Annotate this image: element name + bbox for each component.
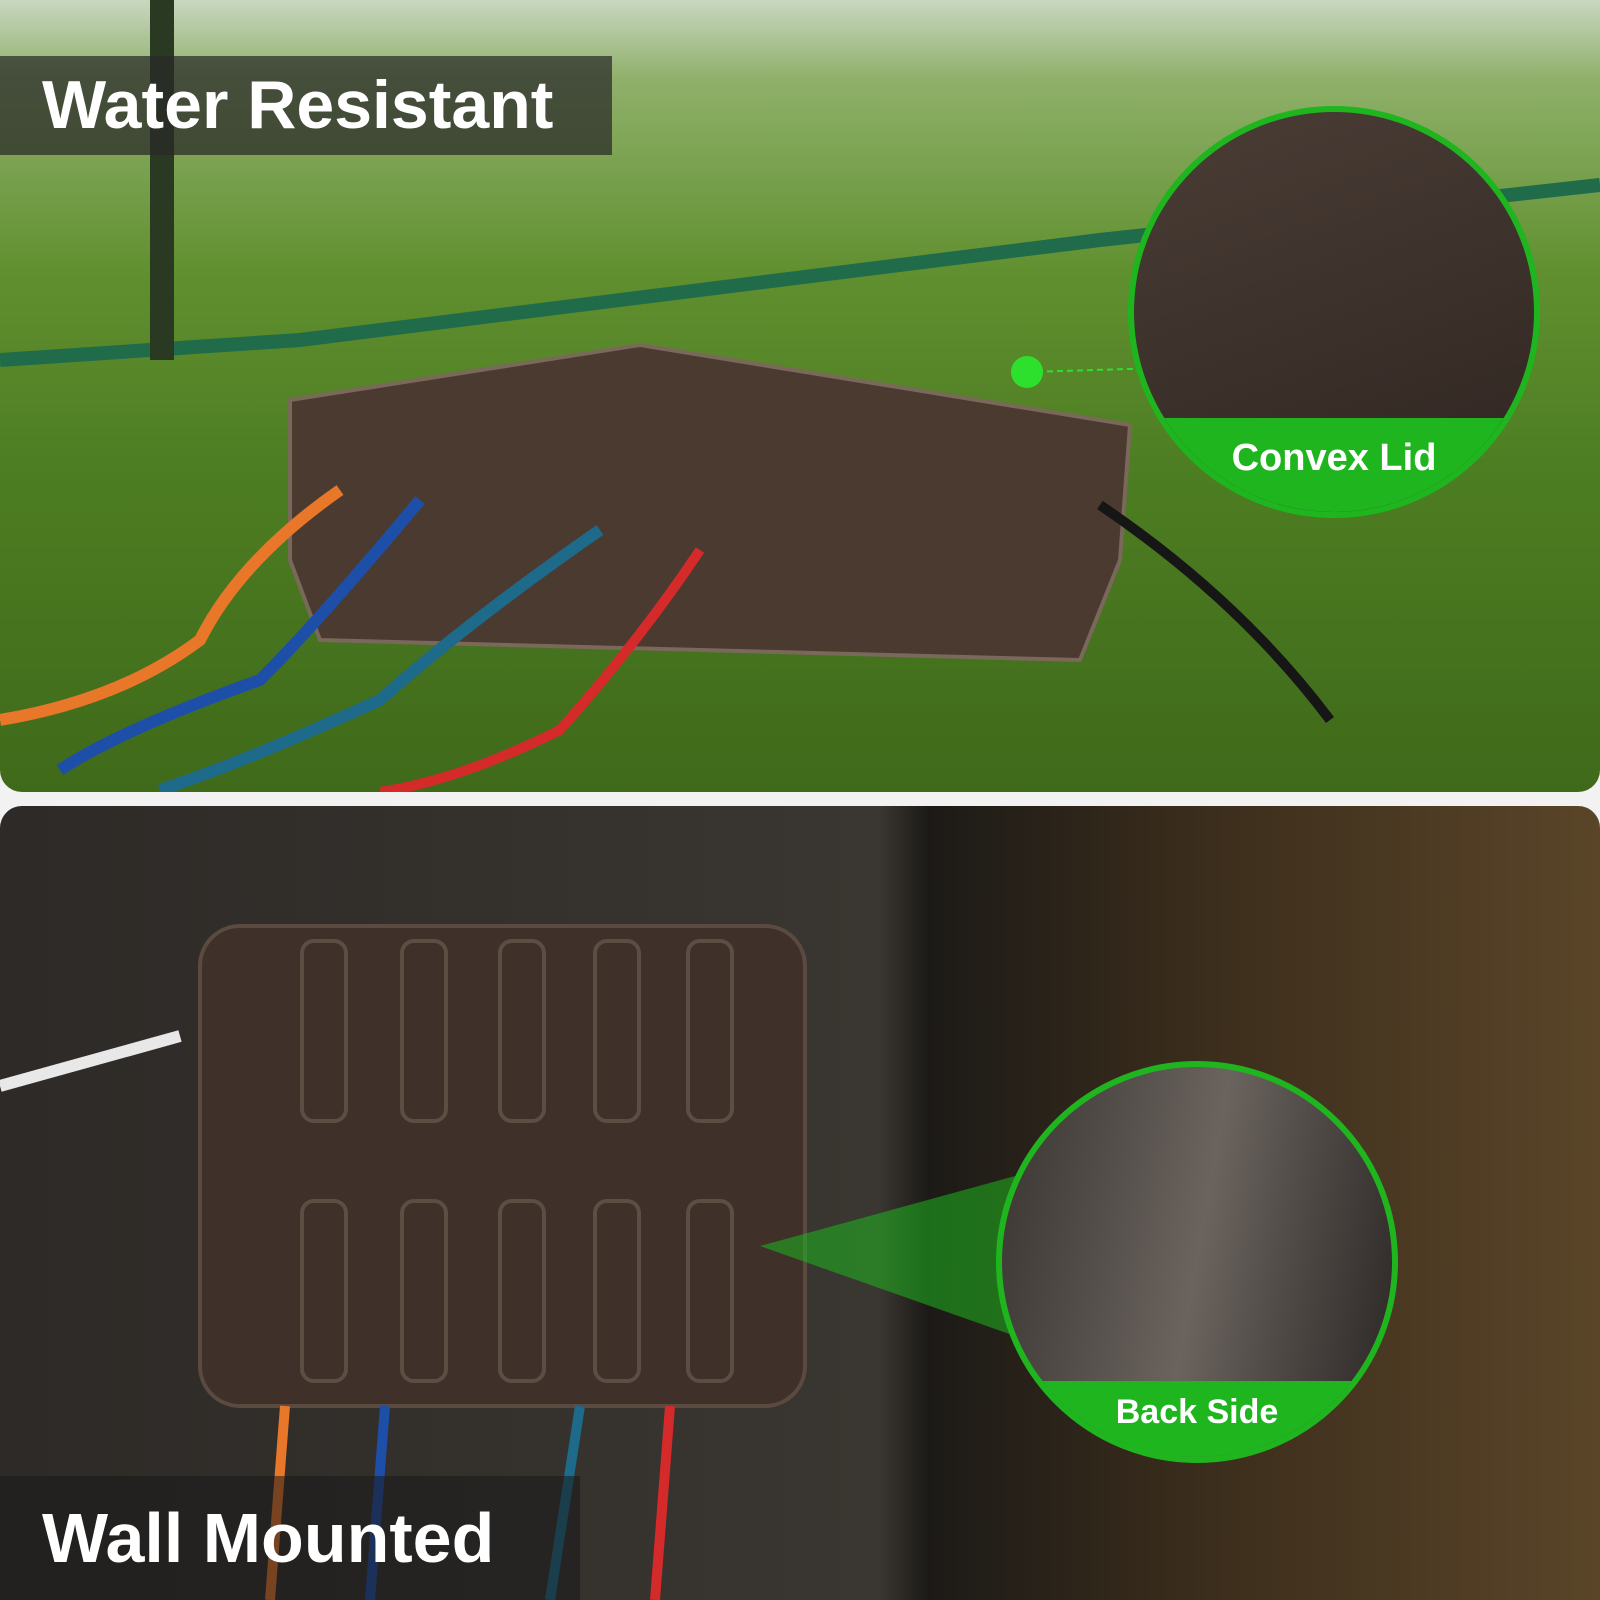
wall-mounted-panel: Back Side Wall Mounted [0, 806, 1600, 1600]
title-water-resistant: Water Resistant [42, 67, 554, 143]
wall-scene [0, 924, 1015, 1600]
junction-box [288, 342, 1133, 663]
blue-cable [56, 496, 425, 775]
teal-cable [158, 525, 604, 792]
back-side-label: Back Side [1002, 1381, 1392, 1457]
title-band: Water Resistant [0, 56, 612, 155]
convex-lid-label: Convex Lid [1134, 418, 1534, 512]
lid-ribs [300, 939, 734, 1383]
title-wall-mounted: Wall Mounted [42, 1499, 495, 1577]
red-cable [650, 1405, 675, 1600]
wall-mounted-box [198, 924, 807, 1408]
black-cable [1097, 500, 1334, 724]
water-resistant-panel: Water Resistant Convex Lid [0, 0, 1600, 792]
red-cable [379, 547, 705, 792]
convex-lid-callout: Convex Lid [1128, 106, 1540, 518]
white-cable [0, 1030, 182, 1092]
callout-pointer-beam [760, 1176, 1015, 1336]
orange-cable [0, 485, 344, 726]
title-band: Wall Mounted [0, 1476, 580, 1600]
back-side-callout: Back Side [996, 1061, 1398, 1463]
sprinkler-post [150, 0, 174, 360]
